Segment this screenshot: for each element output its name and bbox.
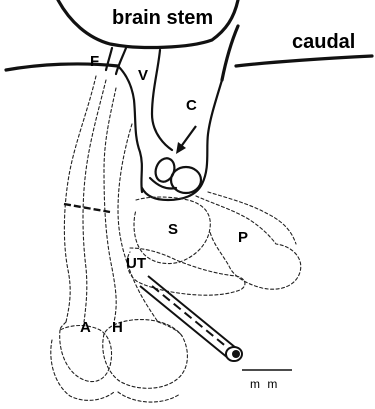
label-f: F [90,53,99,70]
nerve-bundle-outer-right [118,124,158,322]
label-v: V [138,67,148,84]
posterior-outline [196,196,301,289]
label-scale-unit: m m [250,377,279,391]
label-p: P [238,229,248,246]
label-a: A [80,319,91,336]
brain-stem-right-edge [222,26,238,80]
label-c: C [186,97,197,114]
pointer-arrow-head [176,142,186,154]
label-brain-stem: brain stem [112,7,213,29]
label-s: S [168,221,178,238]
label-h: H [112,319,123,336]
vestibular-nerve-right-line [152,50,172,150]
ampulla-h-lower [118,392,180,402]
probe-outer-top [148,276,236,348]
label-caudal: caudal [292,31,355,53]
brain-stem-left-boundary [6,64,118,70]
probe-outer-bottom [140,286,228,358]
posterior-outline-inner [208,192,296,244]
label-ut: UT [126,255,146,272]
nerve-bundle-inner-right [104,88,116,322]
cross-section-marker [64,204,110,212]
pointer-arrow-shaft [180,126,196,148]
ampulla-a-lower [51,340,114,400]
nerve-bundle-inner-left [83,80,106,322]
ampulla-connector-right [158,322,182,336]
ganglion-left [152,156,177,185]
brain-stem-right-boundary [236,56,372,66]
probe-tip-core [232,350,240,358]
nerve-bundle-outer-left [64,76,96,322]
